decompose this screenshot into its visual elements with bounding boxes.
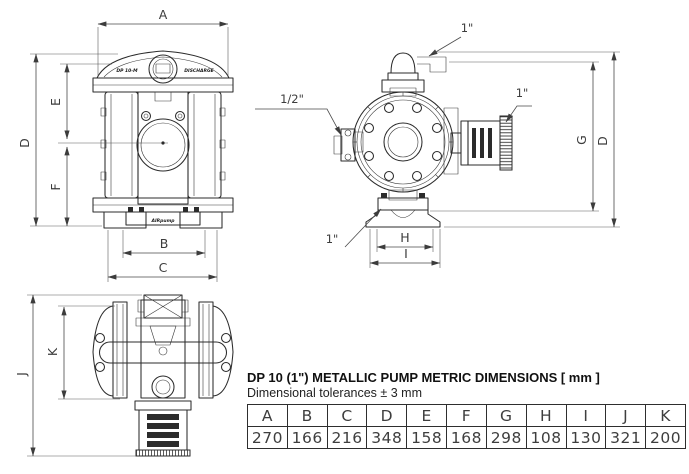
dimension-I: I bbox=[369, 229, 441, 268]
table-value-cell: 270 bbox=[247, 426, 288, 449]
dimension-A: A bbox=[97, 7, 229, 76]
dimension-H: H bbox=[376, 229, 434, 252]
port-label-exhaust: 1" bbox=[516, 86, 529, 100]
dim-label-b: B bbox=[160, 236, 169, 251]
dim-label-g: G bbox=[574, 135, 589, 145]
dim-label-k: K bbox=[45, 347, 60, 356]
discharge-marking: DISCHARGE bbox=[184, 68, 214, 74]
dim-label-e: E bbox=[48, 98, 63, 106]
port-label-suction: 1" bbox=[326, 232, 339, 246]
dim-label-j: J bbox=[14, 372, 29, 377]
table-value-cell: 108 bbox=[525, 426, 567, 449]
dimension-C: C bbox=[107, 230, 218, 282]
table-value-cell: 158 bbox=[406, 426, 448, 449]
table-value-cell: 348 bbox=[366, 426, 408, 449]
dimension-K: K bbox=[45, 305, 120, 400]
leader-discharge: 1" bbox=[428, 21, 474, 57]
dimensions-table: A B C D E F G H I J K 270 166 216 348 15… bbox=[247, 404, 686, 449]
leader-suction: 1" bbox=[326, 208, 382, 248]
dimension-F: F bbox=[48, 146, 70, 227]
table-header-row: A B C D E F G H I J K bbox=[247, 404, 686, 427]
leader-air-inlet: 1/2" bbox=[255, 92, 342, 136]
front-view-drawing: DP 10-M DISCHARGE AIRpump bbox=[92, 50, 234, 229]
brand-marking: AIRpump bbox=[151, 218, 176, 224]
tolerance-note: Dimensional tolerances ± 3 mm bbox=[247, 386, 422, 400]
table-value-cell: 200 bbox=[645, 426, 686, 449]
table-header-cell: E bbox=[406, 404, 448, 427]
dim-label-f: F bbox=[48, 183, 63, 190]
table-value-cell: 321 bbox=[605, 426, 647, 449]
table-value-cell: 166 bbox=[286, 426, 328, 449]
table-value-row: 270 166 216 348 158 168 298 108 130 321 … bbox=[247, 426, 686, 449]
top-view-drawing bbox=[92, 294, 234, 457]
table-header-cell: C bbox=[326, 404, 368, 427]
table-value-cell: 298 bbox=[485, 426, 527, 449]
table-header-cell: F bbox=[446, 404, 487, 427]
port-label-discharge: 1" bbox=[461, 21, 474, 35]
dim-label-i: I bbox=[404, 246, 408, 261]
sheet-title: DP 10 (1") METALLIC PUMP METRIC DIMENSIO… bbox=[247, 370, 600, 385]
table-header-cell: D bbox=[366, 404, 408, 427]
dimension-J: J bbox=[14, 294, 142, 457]
table-header-cell: H bbox=[525, 404, 567, 427]
table-header-cell: I bbox=[565, 404, 607, 427]
dim-label-a: A bbox=[159, 7, 168, 22]
table-value-cell: 130 bbox=[565, 426, 607, 449]
model-marking: DP 10-M bbox=[116, 68, 138, 74]
dim-label-c: C bbox=[159, 260, 168, 275]
table-header-cell: B bbox=[286, 404, 328, 427]
dim-label-h: H bbox=[400, 230, 409, 245]
dimension-B: B bbox=[122, 230, 206, 258]
table-value-cell: 168 bbox=[446, 426, 487, 449]
dimension-D-front: D bbox=[17, 53, 118, 227]
table-header-cell: K bbox=[645, 404, 686, 427]
title-block: DP 10 (1") METALLIC PUMP METRIC DIMENSIO… bbox=[247, 370, 688, 449]
table-header-cell: A bbox=[247, 404, 288, 427]
dim-label-d-right: D bbox=[595, 136, 610, 146]
port-label-air-inlet: 1/2" bbox=[280, 92, 304, 106]
dim-label-d-left: D bbox=[17, 138, 32, 148]
table-value-cell: 216 bbox=[326, 426, 368, 449]
table-header-cell: J bbox=[605, 404, 647, 427]
dimension-G: G bbox=[430, 61, 599, 212]
leader-exhaust: 1" bbox=[505, 86, 532, 123]
side-view-drawing bbox=[333, 52, 513, 228]
table-header-cell: G bbox=[485, 404, 527, 427]
dimension-D-side: D bbox=[433, 51, 620, 228]
dimension-E: E bbox=[48, 63, 168, 145]
